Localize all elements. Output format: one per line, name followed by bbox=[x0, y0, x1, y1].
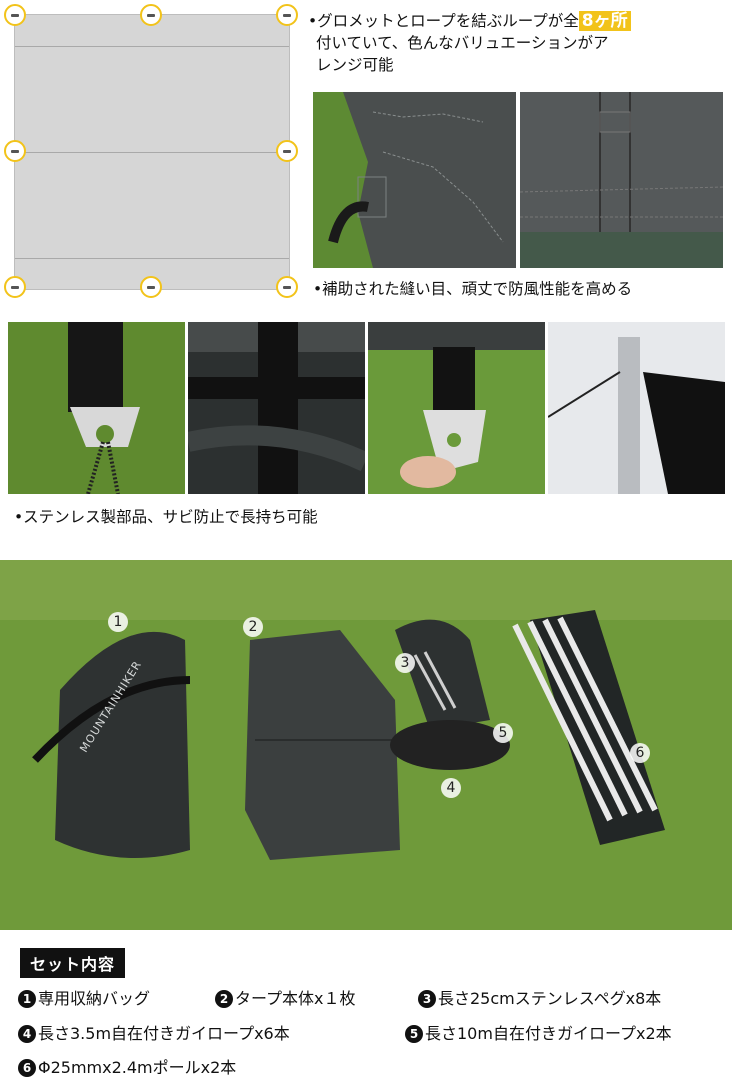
number-badge: 1 bbox=[18, 990, 36, 1008]
product-set-photo bbox=[0, 560, 732, 930]
set-item-label: 長さ3.5m自在付きガイロープx6本 bbox=[38, 1024, 290, 1043]
item-label-3: 3 bbox=[395, 653, 415, 673]
set-item-label: 長さ10m自在付きガイロープx2本 bbox=[425, 1024, 672, 1043]
number-badge: 5 bbox=[405, 1025, 423, 1043]
tarp-diagram bbox=[14, 14, 290, 290]
loop-icon bbox=[276, 140, 298, 162]
feature-stainless-text: •ステンレス製部品、サビ防止で長持ち可能 bbox=[14, 508, 318, 526]
feature-loops-line-2: 付いていて、色んなバリュエーションがアレンジ可能 bbox=[316, 34, 609, 74]
set-item-label: Φ25mmx2.4mポールx2本 bbox=[38, 1058, 237, 1077]
number-badge: 2 bbox=[215, 990, 233, 1008]
item-label-5: 5 bbox=[493, 723, 513, 743]
number-badge: 3 bbox=[418, 990, 436, 1008]
loop-icon bbox=[4, 276, 26, 298]
item-label-1: 1 bbox=[108, 612, 128, 632]
loop-icon bbox=[140, 4, 162, 26]
item-label-2: 2 bbox=[243, 617, 263, 637]
loop-icon bbox=[4, 4, 26, 26]
number-badge: 6 bbox=[18, 1059, 36, 1077]
pole-photo bbox=[548, 322, 725, 494]
loop-icon bbox=[4, 140, 26, 162]
loop-icon bbox=[276, 276, 298, 298]
stitch-photo-2 bbox=[520, 92, 723, 268]
hook-photo-1 bbox=[8, 322, 185, 494]
highlight-badge: 8ヶ所 bbox=[578, 11, 631, 31]
set-item-label: 長さ25cmステンレスペグx8本 bbox=[438, 989, 662, 1008]
number-badge: 4 bbox=[18, 1025, 36, 1043]
item-label-4: 4 bbox=[441, 778, 461, 798]
seam-line bbox=[15, 46, 289, 47]
strap-photo bbox=[188, 322, 365, 494]
feature-stitch-text: •補助された縫い目、頑丈で防風性能を高める bbox=[313, 280, 633, 298]
feature-loops-line: •グロメットとロープを結ぶループが全 bbox=[308, 12, 579, 30]
set-item-label: 専用収納バッグ bbox=[38, 989, 151, 1008]
seam-line bbox=[15, 258, 289, 259]
seam-line bbox=[15, 152, 289, 153]
item-label-6: 6 bbox=[630, 743, 650, 763]
stitch-photo-1 bbox=[313, 92, 516, 268]
set-item-label: タープ本体x１枚 bbox=[235, 989, 356, 1008]
loop-icon bbox=[140, 276, 162, 298]
loop-icon bbox=[276, 4, 298, 26]
set-contents-title: セット内容 bbox=[20, 948, 126, 978]
hook-photo-2 bbox=[368, 322, 545, 494]
